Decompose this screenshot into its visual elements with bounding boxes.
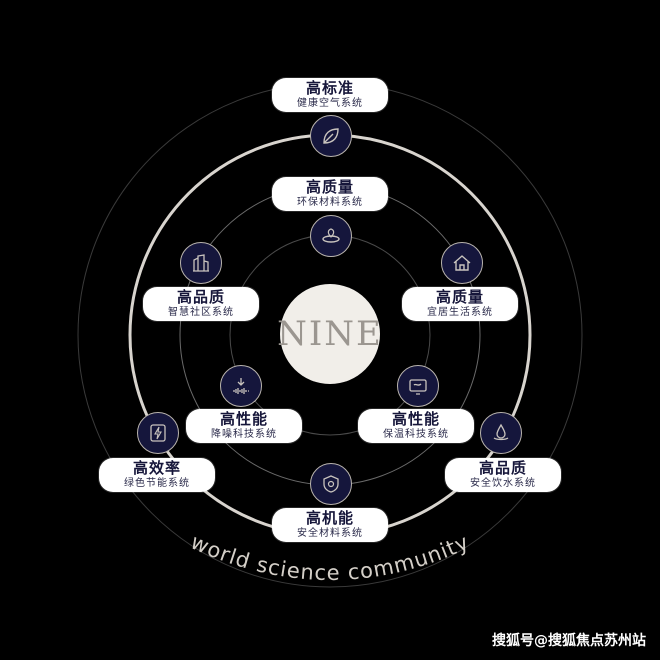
noise-icon — [220, 365, 262, 407]
nine-logo: NINE — [277, 284, 383, 384]
leaf-icon — [310, 115, 352, 157]
label-quality-living: 高质量 宜居生活系统 — [402, 287, 518, 321]
label-subtitle: 降噪科技系统 — [211, 429, 277, 440]
label-quality-water: 高品质 安全饮水系统 — [445, 458, 561, 492]
label-subtitle: 健康空气系统 — [297, 98, 363, 109]
energy-icon — [137, 412, 179, 454]
label-title: 高效率 — [132, 459, 181, 477]
label-subtitle: 宜居生活系统 — [427, 307, 493, 318]
label-subtitle: 安全材料系统 — [297, 528, 363, 539]
house-icon — [441, 242, 483, 284]
watermark: 搜狐号@搜狐焦点苏州站 — [492, 633, 646, 649]
label-subtitle: 安全饮水系统 — [470, 478, 536, 489]
water-icon — [480, 412, 522, 454]
label-title: 高品质 — [176, 288, 225, 306]
label-title: 高机能 — [305, 509, 354, 527]
building-icon — [180, 242, 222, 284]
label-title: 高质量 — [305, 178, 354, 196]
label-quality-community: 高品质 智慧社区系统 — [143, 287, 259, 321]
label-title: 高标准 — [305, 79, 354, 97]
label-title: 高性能 — [391, 410, 440, 428]
label-subtitle: 环保材料系统 — [297, 197, 363, 208]
insulation-icon — [397, 365, 439, 407]
label-mechanical: 高机能 安全材料系统 — [272, 508, 388, 542]
label-title: 高质量 — [435, 288, 484, 306]
label-subtitle: 保温科技系统 — [383, 429, 449, 440]
label-efficiency: 高效率 绿色节能系统 — [99, 458, 215, 492]
label-title: 高性能 — [219, 410, 268, 428]
label-subtitle: 绿色节能系统 — [124, 478, 190, 489]
logo-text: NINE — [277, 314, 383, 354]
label-standard: 高标准 健康空气系统 — [272, 78, 388, 112]
label-quality-materials: 高质量 环保材料系统 — [272, 177, 388, 211]
label-subtitle: 智慧社区系统 — [168, 307, 234, 318]
shield-icon — [310, 463, 352, 505]
label-perf-insulation: 高性能 保温科技系统 — [358, 409, 474, 443]
label-title: 高品质 — [478, 459, 527, 477]
label-perf-noise: 高性能 降噪科技系统 — [186, 409, 302, 443]
materials-icon — [310, 215, 352, 257]
